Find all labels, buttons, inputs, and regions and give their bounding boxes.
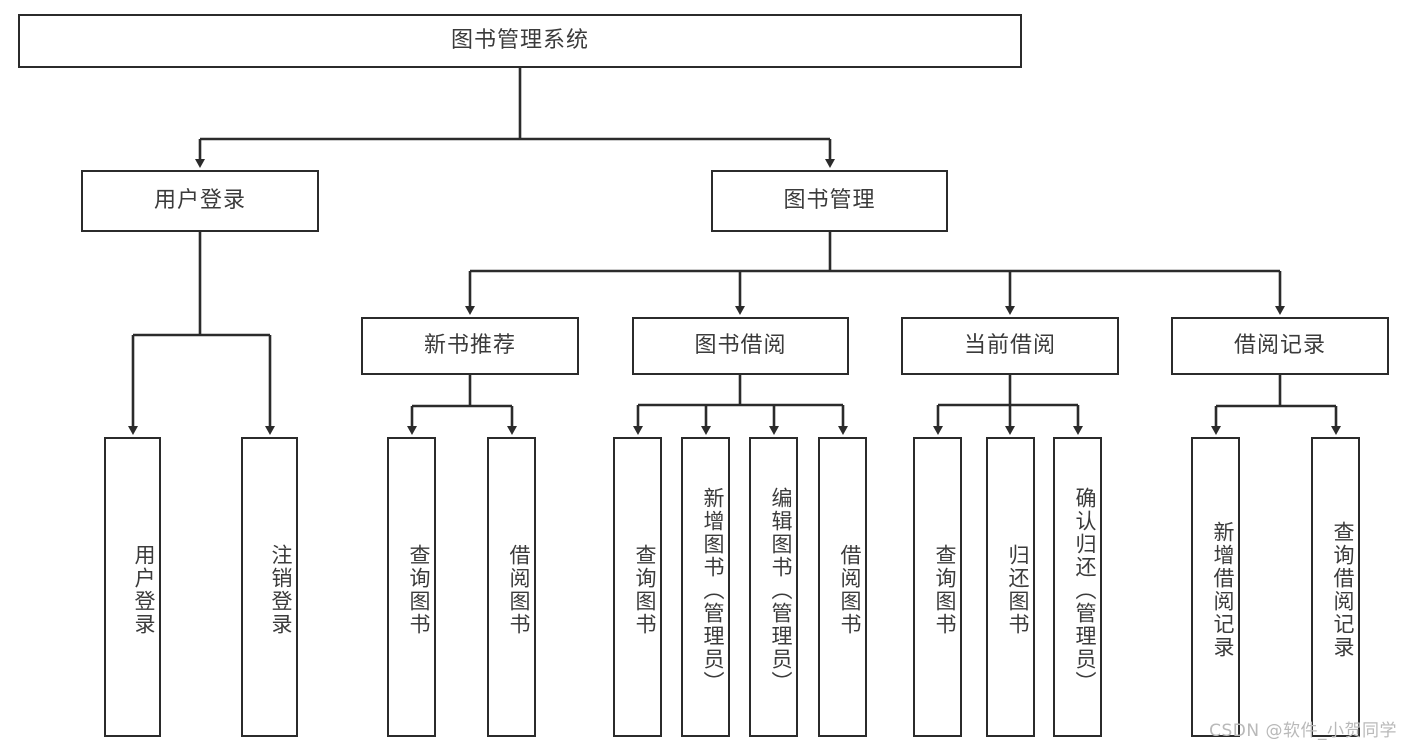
leaf-confirm-return-admin[interactable]: 确认归还（管理员） [1053, 437, 1102, 737]
leaf-edit-book-admin-label: 编辑图书（管理员） [769, 486, 793, 694]
leaf-add-book-admin-label: 新增图书（管理员） [701, 486, 725, 694]
leaf-add-borrow-record[interactable]: 新增借阅记录 [1191, 437, 1240, 737]
leaf-confirm-return-admin-label: 确认归还（管理员） [1073, 486, 1097, 694]
leaf-query-book-recommend[interactable]: 查询图书 [387, 437, 436, 737]
leaf-query-book-borrow[interactable]: 查询图书 [613, 437, 662, 737]
node-root-label: 图书管理系统 [450, 27, 589, 53]
node-borrow-records[interactable]: 借阅记录 [1171, 317, 1389, 375]
leaf-query-book-current-label: 查询图书 [933, 544, 957, 636]
node-book-borrow[interactable]: 图书借阅 [632, 317, 849, 375]
leaf-borrow-book-label: 借阅图书 [838, 544, 862, 636]
leaf-borrow-book[interactable]: 借阅图书 [818, 437, 867, 737]
node-book-management-label: 图书管理 [783, 187, 876, 213]
leaf-user-login[interactable]: 用户登录 [104, 437, 161, 737]
node-borrow-records-label: 借阅记录 [1233, 332, 1326, 358]
node-root[interactable]: 图书管理系统 [18, 14, 1022, 68]
node-user-login[interactable]: 用户登录 [81, 170, 319, 232]
leaf-query-borrow-record-label: 查询借阅记录 [1331, 521, 1355, 659]
leaf-query-borrow-record[interactable]: 查询借阅记录 [1311, 437, 1360, 737]
node-new-book-recommend[interactable]: 新书推荐 [361, 317, 579, 375]
leaf-query-book-borrow-label: 查询图书 [633, 544, 657, 636]
leaf-query-book-recommend-label: 查询图书 [407, 544, 431, 636]
leaf-return-book[interactable]: 归还图书 [986, 437, 1035, 737]
leaf-user-logout[interactable]: 注销登录 [241, 437, 298, 737]
leaf-borrow-book-recommend-label: 借阅图书 [507, 544, 531, 636]
leaf-edit-book-admin[interactable]: 编辑图书（管理员） [749, 437, 798, 737]
leaf-add-borrow-record-label: 新增借阅记录 [1211, 521, 1235, 659]
leaf-return-book-label: 归还图书 [1006, 544, 1030, 636]
leaf-query-book-current[interactable]: 查询图书 [913, 437, 962, 737]
node-current-borrow-label: 当前借阅 [963, 332, 1056, 358]
leaf-borrow-book-recommend[interactable]: 借阅图书 [487, 437, 536, 737]
node-current-borrow[interactable]: 当前借阅 [901, 317, 1119, 375]
node-user-login-label: 用户登录 [153, 187, 246, 213]
node-book-management[interactable]: 图书管理 [711, 170, 948, 232]
leaf-user-login-label: 用户登录 [132, 544, 156, 636]
node-new-book-recommend-label: 新书推荐 [423, 332, 516, 358]
leaf-user-logout-label: 注销登录 [269, 544, 293, 636]
node-book-borrow-label: 图书借阅 [694, 332, 787, 358]
leaf-add-book-admin[interactable]: 新增图书（管理员） [681, 437, 730, 737]
